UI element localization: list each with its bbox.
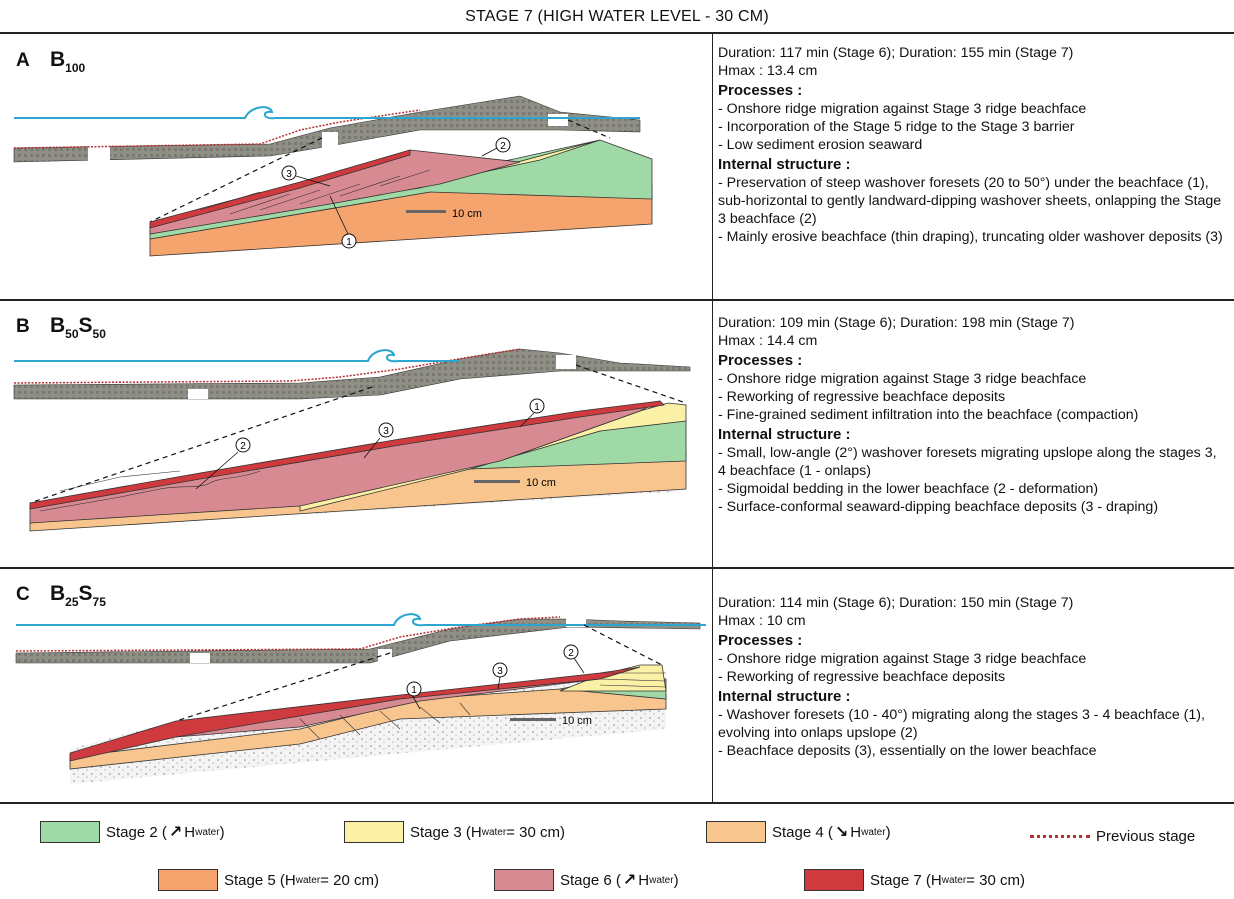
marker-1: 1 xyxy=(329,195,357,249)
svg-text:1: 1 xyxy=(346,237,352,248)
marker-3: 3 xyxy=(281,165,331,187)
panel-b-name: B50S50 xyxy=(50,314,106,341)
arrow-up-icon: ↗ xyxy=(622,872,637,889)
structure-item: - Beachface deposits (3), essentially on… xyxy=(718,743,1097,759)
svg-text:2: 2 xyxy=(500,141,506,152)
hmax: Hmax : 14.4 cm xyxy=(718,333,818,349)
legend-previous-stage: Previous stage xyxy=(1030,824,1195,848)
legend-swatch-stage5 xyxy=(158,869,218,891)
process-item: - Reworking of regressive beachface depo… xyxy=(718,389,1006,405)
panel-a-diagram: 10 cm 2 3 1 xyxy=(13,95,653,257)
arrow-down-icon: ↘ xyxy=(834,824,849,841)
scale-bar xyxy=(406,210,446,213)
svg-text:3: 3 xyxy=(286,169,292,180)
svg-text:2: 2 xyxy=(568,648,574,659)
photo-strip xyxy=(13,95,641,163)
panel-b-text: Duration: 109 min (Stage 6); Duration: 1… xyxy=(718,314,1228,516)
hmax: Hmax : 10 cm xyxy=(718,613,806,629)
structure-item: - Preservation of steep washover foreset… xyxy=(718,175,1222,227)
legend-swatch-stage4 xyxy=(706,821,766,843)
marker-1: 1 xyxy=(519,398,545,428)
panel-divider-ab xyxy=(0,299,1234,301)
panel-a-letter: A xyxy=(16,50,30,71)
water-line xyxy=(14,349,460,363)
panel-a-text: Duration: 117 min (Stage 6); Duration: 1… xyxy=(718,44,1228,246)
marker-3: 3 xyxy=(492,662,508,690)
processes-heading: Processes : xyxy=(718,352,803,369)
marker-2: 2 xyxy=(195,437,251,490)
cross-section xyxy=(69,664,667,784)
structure-heading: Internal structure : xyxy=(718,426,851,443)
process-item: - Incorporation of the Stage 5 ridge to … xyxy=(718,119,1075,135)
marker-2: 2 xyxy=(563,644,585,674)
structure-item: - Mainly erosive beachface (thin draping… xyxy=(718,229,1223,245)
process-item: - Onshore ridge migration against Stage … xyxy=(718,651,1087,667)
process-item: - Reworking of regressive beachface depo… xyxy=(718,669,1006,685)
structure-heading: Internal structure : xyxy=(718,156,851,173)
previous-stage-line xyxy=(13,348,521,384)
svg-text:1: 1 xyxy=(411,685,417,696)
scale-label: 10 cm xyxy=(452,208,482,220)
structure-heading: Internal structure : xyxy=(718,688,851,705)
structure-item: - Washover foresets (10 - 40°) migrating… xyxy=(718,707,1205,741)
marker-3: 3 xyxy=(363,422,394,459)
structure-item: - Sigmoidal bedding in the lower beachfa… xyxy=(718,481,1099,497)
panel-c-letter: C xyxy=(16,584,30,605)
cross-section xyxy=(149,139,653,257)
bottom-border xyxy=(0,802,1234,804)
legend-swatch-stage6 xyxy=(494,869,554,891)
water-line xyxy=(14,106,640,120)
panel-divider-bc xyxy=(0,567,1234,569)
svg-text:3: 3 xyxy=(497,666,503,677)
legend-dotted-line xyxy=(1030,834,1090,838)
svg-text:2: 2 xyxy=(240,441,246,452)
legend-swatch-stage2 xyxy=(40,821,100,843)
duration: Duration: 117 min (Stage 6); Duration: 1… xyxy=(718,45,1074,61)
photo-strip xyxy=(13,348,691,400)
legend-swatch-stage7 xyxy=(804,869,864,891)
photo-strip xyxy=(15,617,701,664)
process-item: - Onshore ridge migration against Stage … xyxy=(718,371,1087,387)
panel-b-letter: B xyxy=(16,316,30,337)
panel-c-name: B25S75 xyxy=(50,582,106,609)
duration: Duration: 114 min (Stage 6); Duration: 1… xyxy=(718,595,1074,611)
processes-heading: Processes : xyxy=(718,632,803,649)
process-item: - Low sediment erosion seaward xyxy=(718,137,923,153)
scale-label: 10 cm xyxy=(526,477,556,489)
processes-heading: Processes : xyxy=(718,82,803,99)
scale-label: 10 cm xyxy=(562,715,592,727)
hmax: Hmax : 13.4 cm xyxy=(718,63,818,79)
previous-stage-line xyxy=(13,109,421,149)
column-divider xyxy=(712,32,713,803)
panel-b-diagram: 10 cm 1 3 2 xyxy=(13,348,691,532)
scale-bar xyxy=(510,718,556,721)
marker-1: 1 xyxy=(406,681,422,710)
figure-title: STAGE 7 (HIGH WATER LEVEL - 30 CM) xyxy=(465,8,769,25)
panel-a-name: B100 xyxy=(50,48,86,75)
marker-2: 2 xyxy=(481,137,511,157)
water-line xyxy=(16,613,706,627)
structure-item: - Surface-conformal seaward-dipping beac… xyxy=(718,499,1159,515)
svg-text:3: 3 xyxy=(383,426,389,437)
arrow-up-icon: ↗ xyxy=(168,824,183,841)
legend-swatch-stage3 xyxy=(344,821,404,843)
top-border xyxy=(0,32,1234,34)
duration: Duration: 109 min (Stage 6); Duration: 1… xyxy=(718,315,1075,331)
process-item: - Onshore ridge migration against Stage … xyxy=(718,101,1087,117)
process-item: - Fine-grained sediment infiltration int… xyxy=(718,407,1139,423)
svg-text:1: 1 xyxy=(534,402,540,413)
scale-bar xyxy=(474,480,520,483)
structure-item: - Small, low-angle (2°) washover foreset… xyxy=(718,445,1217,479)
panel-c-text: Duration: 114 min (Stage 6); Duration: 1… xyxy=(718,594,1228,760)
cross-section xyxy=(29,400,687,532)
panel-c-diagram: 10 cm 1 3 2 xyxy=(15,613,706,784)
